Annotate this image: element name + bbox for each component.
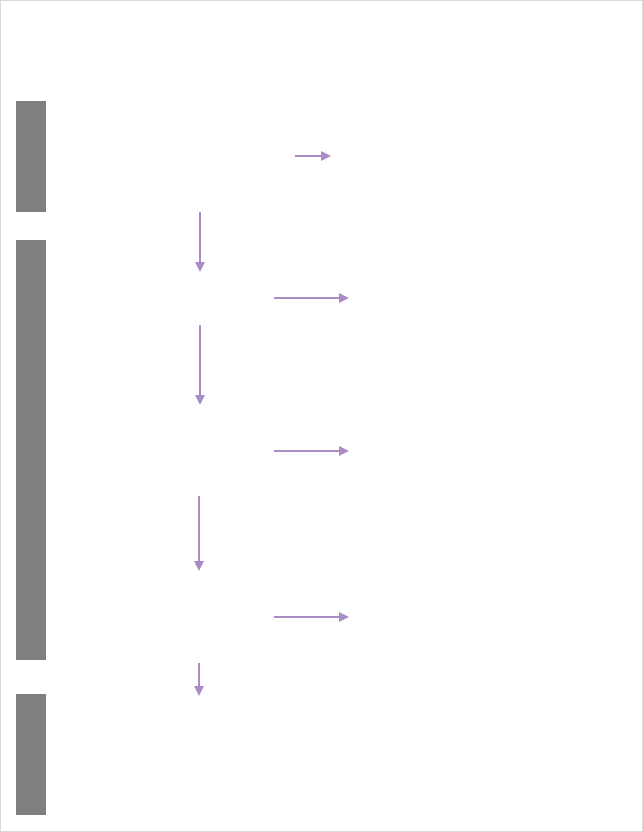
stage-bar-3 [16,694,46,815]
stage-bar-2 [16,240,46,660]
stage-bar-1 [16,101,46,212]
